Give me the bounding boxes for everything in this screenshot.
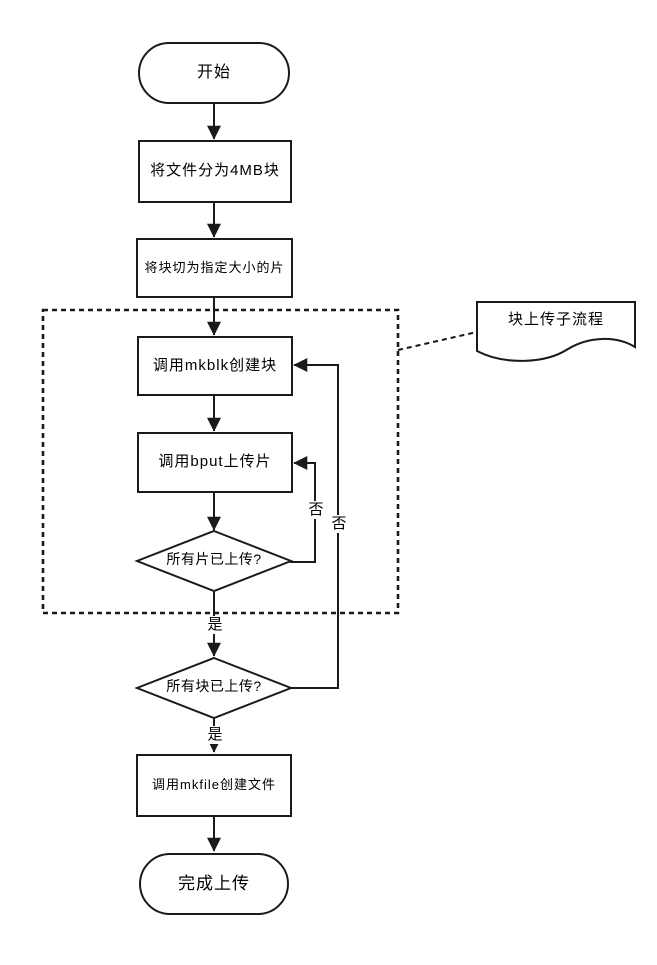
bput-node: 调用bput上传片 [137, 432, 293, 493]
mkfile-node: 调用mkfile创建文件 [136, 754, 292, 817]
decision-all-slices-label: 所有片已上传? [166, 551, 262, 567]
start-node: 开始 [138, 42, 290, 104]
note-connector [397, 331, 478, 351]
finish-node: 完成上传 [139, 853, 289, 915]
split-file-node: 将文件分为4MB块 [138, 140, 292, 203]
edge-label-slices-yes: 是 [199, 616, 231, 634]
subprocess-note-label: 块上传子流程 [507, 311, 604, 328]
edge-label-blocks-yes: 是 [199, 726, 231, 744]
decision-all-blocks-label: 所有块已上传? [166, 678, 262, 694]
mkblk-node: 调用mkblk创建块 [137, 336, 293, 396]
slice-block-node: 将块切为指定大小的片 [136, 238, 293, 298]
edge-label-blocks-no: 否 [323, 515, 355, 533]
